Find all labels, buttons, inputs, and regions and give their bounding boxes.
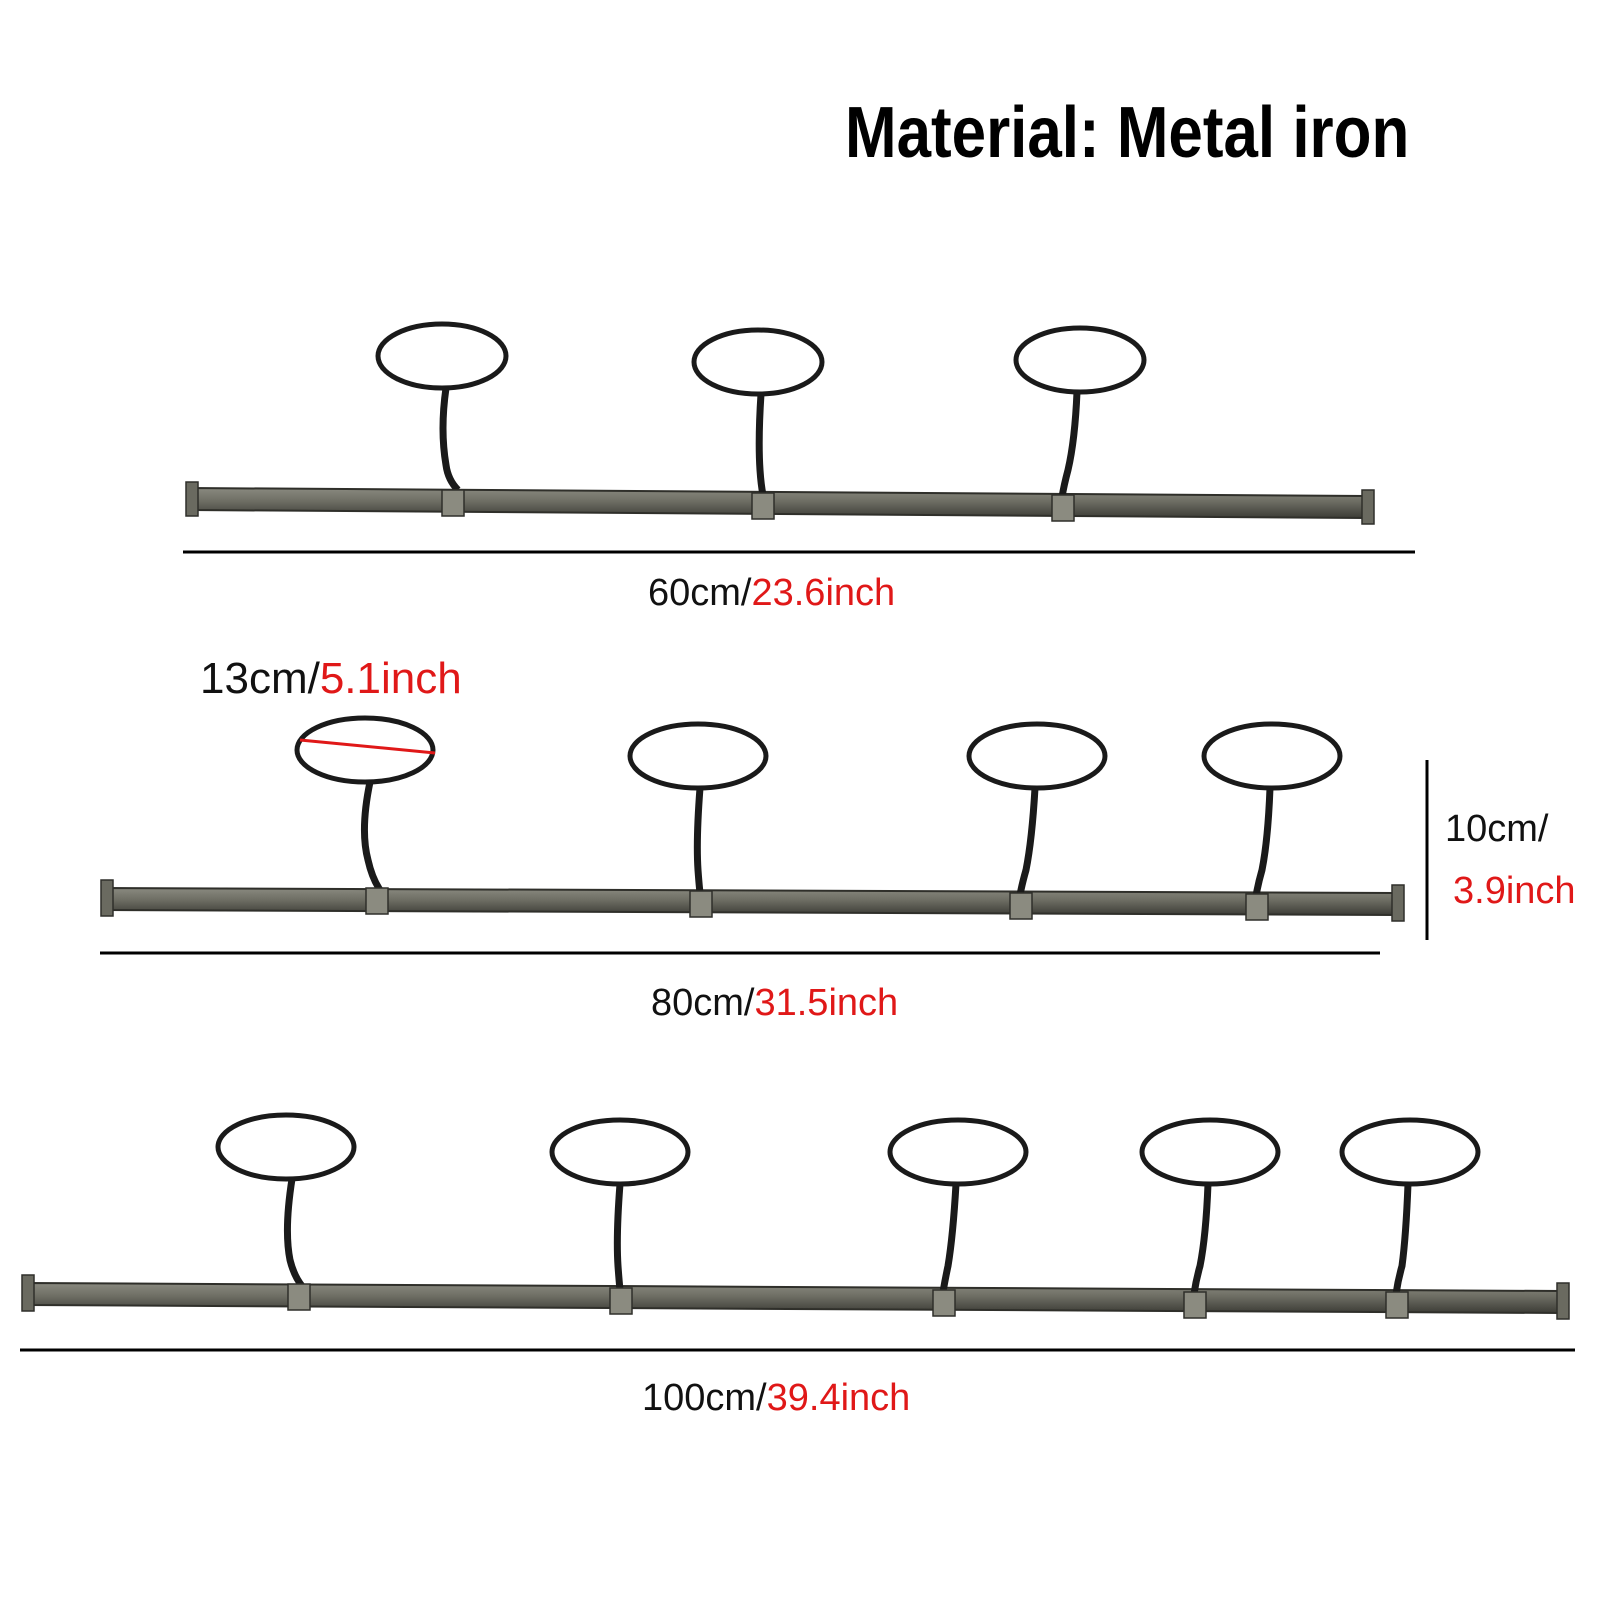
rack-100cm	[20, 1112, 1575, 1352]
rack-bar	[189, 486, 1366, 520]
mount-bracket	[1556, 1282, 1570, 1320]
rack-80cm	[100, 715, 1429, 955]
ring-diameter-line	[299, 738, 436, 755]
length-inch: 31.5inch	[754, 982, 899, 1024]
hook	[1201, 721, 1343, 921]
hook	[549, 1117, 691, 1315]
hook	[691, 327, 825, 520]
rack-60-length-label: 60cm/23.6inch	[648, 572, 895, 615]
rack-bar	[25, 1281, 1561, 1315]
hook	[1339, 1117, 1481, 1319]
hook	[294, 715, 436, 915]
hook	[1139, 1117, 1281, 1319]
ring-diameter-inch: 5.1inch	[319, 654, 462, 703]
length-cm: 100cm/	[642, 1377, 767, 1419]
mount-bracket	[1361, 489, 1375, 525]
material-title: Material: Metal iron	[845, 93, 1410, 173]
length-inch: 23.6inch	[751, 572, 896, 614]
mount-bracket	[185, 481, 199, 517]
hook	[887, 1117, 1029, 1317]
hook-height-inch-label: 3.9inch	[1453, 870, 1576, 912]
hook	[627, 721, 769, 918]
ring-diameter-label: 13cm/5.1inch	[200, 654, 462, 704]
hook	[1013, 325, 1147, 522]
rack-80-length-label: 80cm/31.5inch	[651, 982, 898, 1025]
rack-60cm	[183, 321, 1415, 554]
hook	[966, 721, 1108, 920]
hook-height-cm-label: 10cm/	[1445, 808, 1549, 850]
length-inch: 39.4inch	[766, 1377, 911, 1419]
mount-bracket	[1391, 884, 1405, 922]
mount-bracket	[100, 879, 114, 917]
length-cm: 80cm/	[651, 982, 755, 1024]
length-cm: 60cm/	[648, 572, 752, 614]
hook	[215, 1112, 357, 1311]
ring-diameter-cm: 13cm/	[200, 654, 320, 703]
rack-100-length-label: 100cm/39.4inch	[642, 1377, 910, 1420]
mount-bracket	[21, 1274, 35, 1312]
hook	[375, 321, 509, 517]
rack-bar	[104, 886, 1396, 917]
